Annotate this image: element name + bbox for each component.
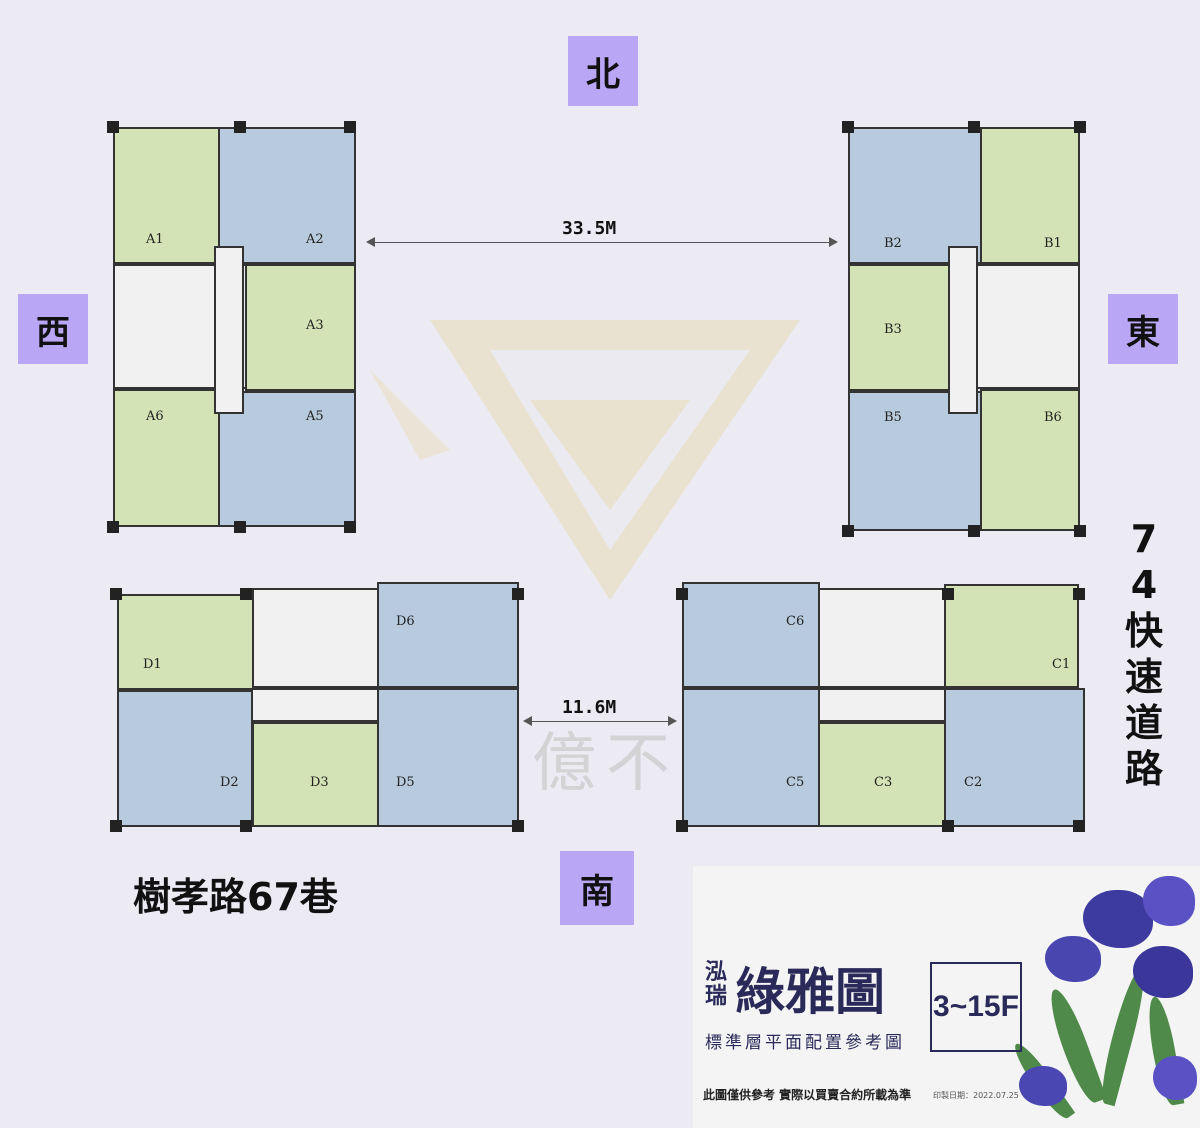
unit-b5[interactable]	[848, 391, 985, 531]
unit-a3[interactable]	[245, 264, 356, 391]
unit-label-d1: D1	[143, 657, 162, 672]
unit-label-d2: D2	[220, 775, 239, 790]
distance-line-top	[366, 237, 838, 247]
unit-label-b6: B6	[1044, 410, 1062, 425]
plan-subtitle: 標準層平面配置參考圖	[705, 1033, 905, 1053]
unit-a2[interactable]	[218, 127, 356, 264]
disclaimer-text: 此圖僅供參考 實際以買賣合約所載為準	[703, 1088, 912, 1102]
unit-label-b5: B5	[884, 410, 902, 425]
unit-label-c2: C2	[964, 775, 983, 790]
unit-d5[interactable]	[377, 688, 519, 827]
unit-d3[interactable]	[252, 722, 379, 827]
unit-d1[interactable]	[117, 594, 254, 690]
distance-label-top: 33.5M	[562, 218, 617, 239]
road-label-bottom: 樹孝路67巷	[133, 875, 338, 919]
print-date: 印製日期：2022.07.25	[933, 1091, 1019, 1100]
unit-label-a6: A6	[146, 409, 164, 424]
unit-label-d3: D3	[310, 775, 329, 790]
unit-c3[interactable]	[818, 722, 946, 827]
unit-c5[interactable]	[682, 688, 820, 827]
unit-label-b2: B2	[884, 236, 902, 251]
unit-label-d5: D5	[396, 775, 415, 790]
unit-a1[interactable]	[113, 127, 223, 264]
unit-c2[interactable]	[944, 688, 1085, 827]
unit-label-c3: C3	[874, 775, 893, 790]
unit-label-a5: A5	[306, 409, 324, 424]
unit-d2[interactable]	[117, 690, 253, 827]
unit-label-a3: A3	[306, 318, 324, 333]
unit-label-b1: B1	[1044, 236, 1062, 251]
unit-b3[interactable]	[848, 264, 958, 391]
core-c	[818, 588, 946, 688]
project-title: 綠雅圖	[735, 962, 885, 1021]
unit-b1[interactable]	[980, 127, 1080, 264]
iris-flower-icon	[1083, 890, 1153, 948]
distance-label-middle: 11.6M	[562, 697, 617, 718]
unit-label-d6: D6	[396, 614, 415, 629]
unit-label-a1: A1	[146, 232, 164, 247]
unit-label-c6: C6	[786, 614, 805, 629]
unit-c1[interactable]	[944, 584, 1079, 688]
corridor-b	[948, 246, 978, 414]
brochure-panel: 泓 瑞 綠雅圖 3~15F 標準層平面配置參考圖 此圖僅供參考 實際以買賣合約所…	[693, 866, 1200, 1128]
unit-b6[interactable]	[980, 389, 1080, 531]
unit-label-c5: C5	[786, 775, 805, 790]
brand-name: 泓 瑞	[705, 959, 728, 1009]
unit-b2[interactable]	[848, 127, 985, 264]
core-d	[252, 588, 380, 688]
east-marker: 東	[1108, 294, 1178, 364]
unit-label-c1: C1	[1052, 657, 1071, 672]
distance-line-middle	[523, 716, 677, 726]
watermark-logo	[370, 320, 800, 600]
west-marker: 西	[18, 294, 88, 364]
unit-label-b3: B3	[884, 322, 902, 337]
south-marker: 南	[560, 851, 634, 925]
floor-range-badge: 3~15F	[930, 962, 1022, 1052]
unit-c6[interactable]	[682, 582, 820, 688]
north-marker: 北	[568, 36, 638, 106]
core-b	[958, 264, 1080, 389]
road-label-right: 74快速道路	[1124, 517, 1163, 791]
unit-label-a2: A2	[306, 232, 324, 247]
unit-d6[interactable]	[377, 582, 519, 688]
corridor-a	[214, 246, 244, 414]
unit-a6[interactable]	[113, 389, 223, 527]
